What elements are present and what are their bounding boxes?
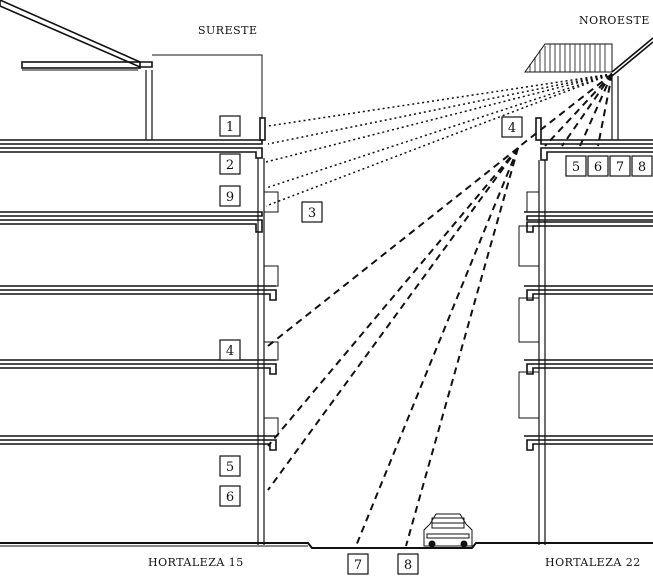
marker-7: 7 [347, 553, 369, 575]
marker-6-label: 6 [226, 490, 234, 505]
left-roof [0, 0, 153, 68]
marker-7-label: 7 [354, 558, 362, 573]
right-floor-slabs [524, 211, 653, 451]
marker-6: 6 [219, 485, 241, 507]
left-floor-slabs [0, 139, 277, 451]
marker-6-right: 6 [587, 155, 609, 177]
street [0, 542, 653, 549]
right-balcony [518, 297, 540, 343]
orientation-left-label: SURESTE [198, 24, 258, 37]
marker-3: 3 [301, 201, 323, 223]
marker-1-label: 1 [226, 120, 234, 135]
left-balcony [263, 341, 279, 361]
marker-5-right-label: 5 [572, 160, 580, 175]
left-balcony [263, 191, 279, 213]
marker-8-label: 8 [404, 558, 412, 573]
marker-8: 8 [397, 553, 419, 575]
marker-8-right-label: 8 [638, 160, 646, 175]
marker-4-left-label: 4 [226, 344, 234, 359]
building-right-label: HORTALEZA 22 [545, 556, 641, 569]
marker-2-label: 2 [226, 158, 234, 173]
marker-9-label: 9 [226, 190, 234, 205]
right-building [518, 37, 653, 545]
left-top-slab [21, 61, 141, 69]
marker-1: 1 [219, 115, 241, 137]
marker-4-right-label: 4 [508, 121, 516, 136]
marker-9: 9 [219, 185, 241, 207]
marker-8-right: 8 [631, 155, 653, 177]
marker-4-right: 4 [501, 116, 523, 138]
marker-2: 2 [219, 153, 241, 175]
marker-7-right: 7 [609, 155, 631, 177]
dashed-sightlines-street [267, 147, 519, 547]
left-building [0, 0, 279, 545]
marker-6-right-label: 6 [594, 160, 602, 175]
orientation-right-label: NOROESTE [579, 14, 650, 27]
building-left-label: HORTALEZA 15 [148, 556, 244, 569]
dotted-sightlines [265, 73, 613, 207]
marker-7-right-label: 7 [616, 160, 624, 175]
car-icon [423, 513, 473, 548]
left-balcony [263, 265, 279, 287]
right-hatched-roof [524, 43, 613, 73]
right-balcony [526, 191, 540, 213]
marker-5-left-label: 5 [226, 460, 234, 475]
right-balcony [518, 225, 540, 267]
dashed-sightlines-roof [519, 73, 613, 147]
marker-5-right: 5 [565, 155, 587, 177]
left-balcony [263, 417, 279, 437]
marker-4-left: 4 [219, 339, 241, 361]
left-parapet [259, 117, 266, 141]
marker-5-left: 5 [219, 455, 241, 477]
right-balcony [518, 371, 540, 419]
marker-3-label: 3 [308, 206, 316, 221]
